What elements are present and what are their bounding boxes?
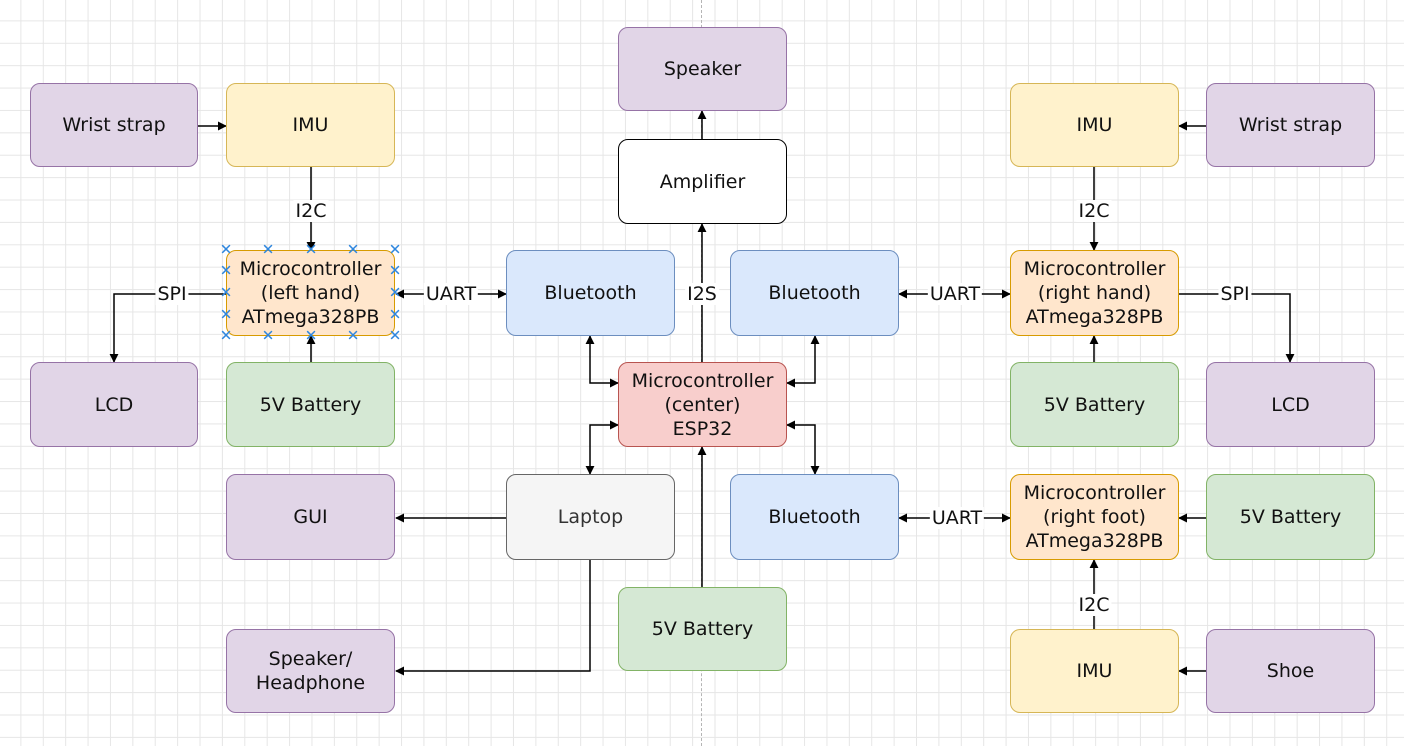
resize-handle[interactable]: ✕	[388, 283, 402, 302]
battery-right-node[interactable]: 5V Battery	[1010, 362, 1179, 447]
shoe-node[interactable]: Shoe	[1206, 629, 1375, 713]
edge-label-spi-left: SPI	[155, 283, 189, 305]
lcd-right-node[interactable]: LCD	[1206, 362, 1375, 447]
edge-label-uart-foot: UART	[929, 507, 985, 529]
resize-handle[interactable]: ✕	[219, 326, 233, 345]
speaker-node[interactable]: Speaker	[618, 27, 787, 111]
mcu-right-foot-node[interactable]: Microcontroller (right foot) ATmega328PB	[1010, 474, 1179, 560]
edge-mcu-right-to-lcd	[1179, 293, 1295, 363]
resize-handle[interactable]: ✕	[388, 305, 402, 324]
edge-label-i2c-right: I2C	[1076, 200, 1112, 222]
resize-handle[interactable]: ✕	[219, 305, 233, 324]
imu-left-node[interactable]: IMU	[226, 83, 395, 167]
resize-handle[interactable]: ✕	[388, 326, 402, 345]
mcu-left-hand-node[interactable]: Microcontroller (left hand) ATmega328PB	[226, 250, 395, 336]
resize-handle[interactable]: ✕	[346, 326, 360, 345]
resize-handle[interactable]: ✕	[346, 240, 360, 259]
resize-handle[interactable]: ✕	[388, 240, 402, 259]
battery-foot-node[interactable]: 5V Battery	[1206, 474, 1375, 560]
edge-mcu-center-to-bluetooth-bottom	[786, 420, 820, 475]
imu-right-node[interactable]: IMU	[1010, 83, 1179, 167]
edge-label-i2c-foot: I2C	[1076, 594, 1112, 616]
wrist-strap-right-node[interactable]: Wrist strap	[1206, 83, 1375, 167]
bluetooth-bottom-node[interactable]: Bluetooth	[730, 474, 899, 560]
edge-label-uart-left: UART	[423, 283, 479, 305]
battery-center-node[interactable]: 5V Battery	[618, 587, 787, 671]
resize-handle[interactable]: ✕	[304, 326, 318, 345]
resize-handle[interactable]: ✕	[219, 261, 233, 280]
edge-laptop-to-speaker-headphone	[395, 560, 591, 676]
mcu-right-hand-node[interactable]: Microcontroller (right hand) ATmega328PB	[1010, 250, 1179, 336]
resize-handle[interactable]: ✕	[219, 240, 233, 259]
edge-mcu-left-to-lcd	[109, 293, 226, 363]
amplifier-node[interactable]: Amplifier	[618, 139, 787, 224]
edge-bluetooth-center-to-mcu-center	[786, 335, 820, 388]
gui-node[interactable]: GUI	[226, 474, 395, 560]
speaker-headphone-node[interactable]: Speaker/ Headphone	[226, 629, 395, 713]
wrist-strap-left-node[interactable]: Wrist strap	[30, 83, 198, 167]
edge-label-i2c-left: I2C	[293, 200, 329, 222]
lcd-left-node[interactable]: LCD	[30, 362, 198, 447]
resize-handle[interactable]: ✕	[219, 283, 233, 302]
battery-left-node[interactable]: 5V Battery	[226, 362, 395, 447]
resize-handle[interactable]: ✕	[261, 240, 275, 259]
resize-handle[interactable]: ✕	[261, 326, 275, 345]
edge-mcu-center-to-laptop	[585, 420, 619, 475]
edge-label-uart-right: UART	[927, 283, 983, 305]
imu-foot-node[interactable]: IMU	[1010, 629, 1179, 713]
mcu-center-node[interactable]: Microcontroller (center) ESP32	[618, 362, 787, 447]
resize-handle[interactable]: ✕	[388, 261, 402, 280]
edge-bluetooth-left-to-mcu-center	[585, 335, 619, 388]
edge-label-spi-right: SPI	[1218, 283, 1252, 305]
edge-label-i2s: I2S	[685, 283, 719, 305]
bluetooth-center-node[interactable]: Bluetooth	[730, 250, 899, 336]
resize-handle[interactable]: ✕	[304, 240, 318, 259]
bluetooth-left-node[interactable]: Bluetooth	[506, 250, 675, 336]
laptop-node[interactable]: Laptop	[506, 474, 675, 560]
